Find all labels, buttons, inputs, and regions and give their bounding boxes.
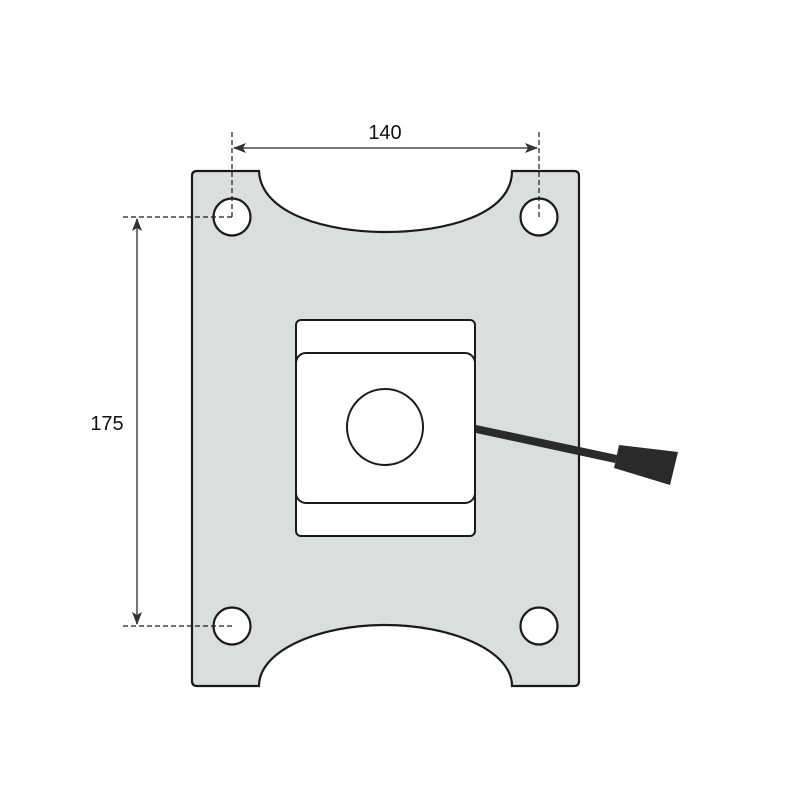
dimension-vertical: 175 bbox=[90, 216, 232, 627]
dimension-label-height: 175 bbox=[90, 413, 123, 435]
dimension-label-width: 140 bbox=[368, 122, 401, 144]
adjustment-lever-handle bbox=[614, 445, 678, 485]
adjustment-lever-rod bbox=[476, 425, 617, 463]
gas-lift-hole bbox=[346, 388, 424, 466]
mounting-hole-bottom-right bbox=[519, 606, 559, 646]
dimension-horizontal: 140 bbox=[231, 122, 540, 217]
